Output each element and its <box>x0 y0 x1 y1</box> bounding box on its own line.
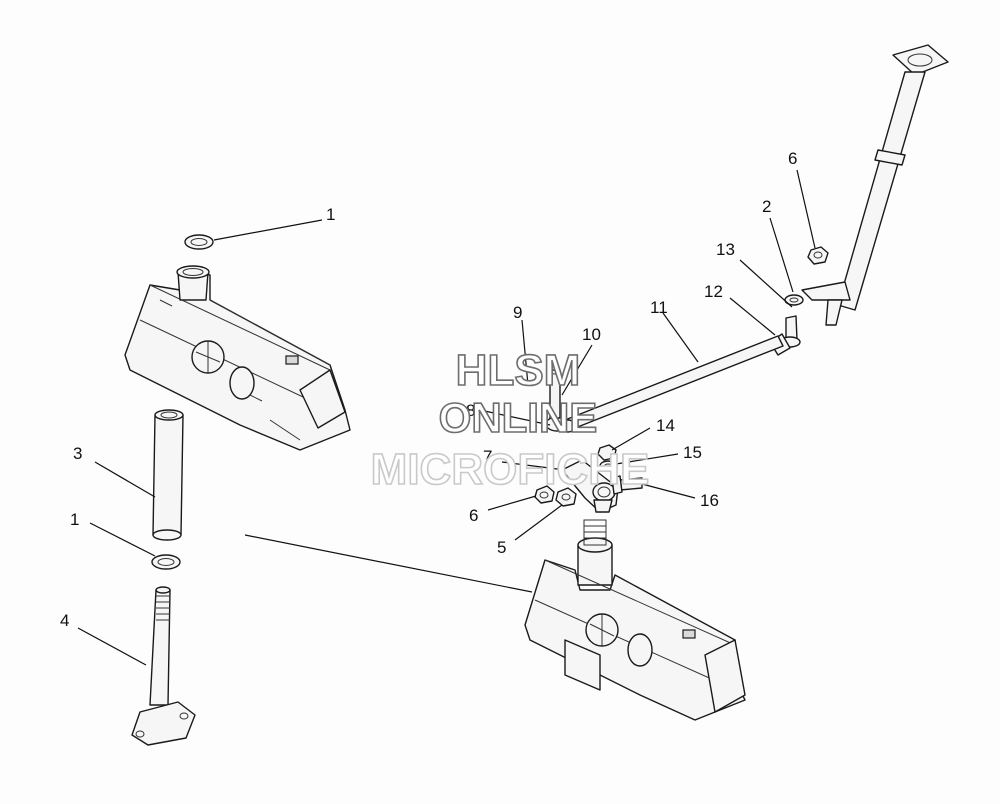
nut-upper <box>807 246 829 265</box>
washer-upper <box>184 234 214 250</box>
nut-14 <box>597 444 617 461</box>
callout-14: 14 <box>656 416 675 435</box>
callout-2: 2 <box>762 197 771 216</box>
steering-column <box>801 44 949 326</box>
watermark: HLSM ONLINE MICROFICHE <box>370 345 650 495</box>
callout-9: 9 <box>513 303 522 322</box>
callout-13: 13 <box>716 240 735 259</box>
callout-10: 10 <box>582 325 601 344</box>
axle-housing-right <box>524 519 746 721</box>
assembly-line <box>244 534 533 593</box>
callout-4: 4 <box>60 611 69 630</box>
callout-3: 3 <box>73 444 82 463</box>
watermark-line2: ONLINE <box>439 394 598 441</box>
callout-7: 7 <box>483 447 492 466</box>
axle-housing-left <box>124 265 351 451</box>
callout-1-lower: 1 <box>70 510 79 529</box>
callout-15: 15 <box>683 443 702 462</box>
callout-6-upper: 6 <box>788 149 797 168</box>
spindle-tube <box>152 409 184 541</box>
lower-ball-joint <box>545 369 576 433</box>
watermark-line1: HLSM <box>456 346 581 395</box>
callout-labels: 1 1 2 3 4 5 6 6 7 8 9 10 11 12 13 14 15 … <box>60 149 797 630</box>
spindle-left <box>131 586 196 746</box>
watermark-line3: MICROFICHE <box>371 445 650 494</box>
washer-lower <box>151 554 181 570</box>
callout-12: 12 <box>704 282 723 301</box>
steering-arm <box>561 459 619 513</box>
callout-6-lower: 6 <box>469 506 478 525</box>
bolt-16 <box>611 475 643 495</box>
callout-11: 11 <box>650 298 668 317</box>
nut-5 <box>555 487 577 507</box>
nut-lower <box>534 485 555 504</box>
callout-5: 5 <box>497 538 506 557</box>
callout-16: 16 <box>700 491 719 510</box>
callout-1-upper: 1 <box>326 205 335 224</box>
leader-lines <box>77 169 816 666</box>
callout-8: 8 <box>466 401 475 420</box>
washer-15 <box>599 460 617 472</box>
